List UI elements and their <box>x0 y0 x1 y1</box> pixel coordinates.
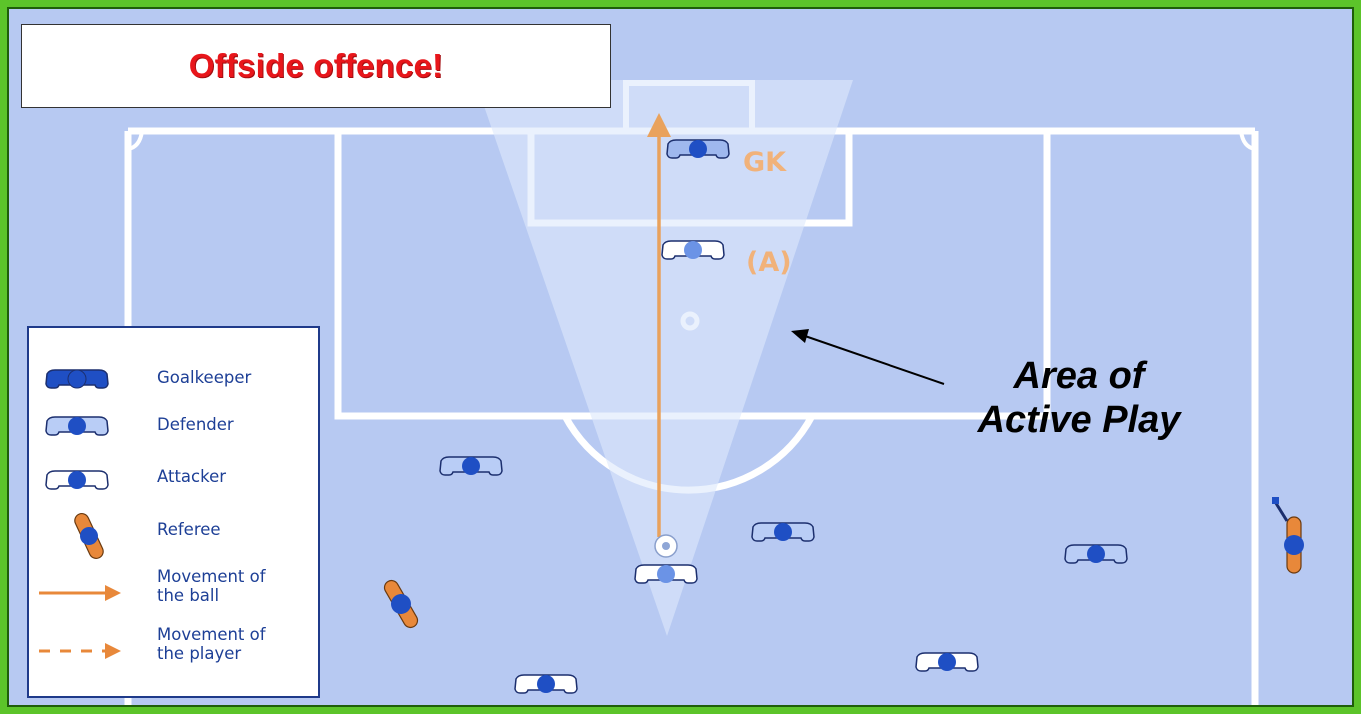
assistant-referee-flag <box>1272 497 1289 522</box>
legend-label-referee: Referee <box>157 520 221 539</box>
active-play-cone <box>475 80 853 636</box>
legend: Goalkeeper Defender Attacker Referee <box>27 326 320 698</box>
legend-label-attacker: Attacker <box>157 467 227 486</box>
ball-trajectory-arrowhead <box>647 113 671 137</box>
legend-item-referee: Referee <box>29 508 318 560</box>
attacker-2 <box>915 652 979 672</box>
left-corner-arc <box>127 130 144 151</box>
title-box: Offside offence! <box>21 24 611 108</box>
attacker-icon <box>45 470 109 490</box>
ball-movement-arrow-icon <box>39 585 121 601</box>
goalkeeper-tag: GK <box>743 147 787 178</box>
assistant-referee <box>1284 516 1304 574</box>
page-title: Offside offence! <box>188 47 444 84</box>
player-movement-arrow-icon <box>39 643 121 659</box>
legend-item-player-movement: Movement of the player <box>29 620 318 670</box>
legend-label-defender: Defender <box>157 415 234 434</box>
active-play-pointer-arrowhead <box>791 329 809 343</box>
legend-label-ball-movement: Movement of the ball <box>157 567 266 605</box>
attacker-3 <box>514 674 578 694</box>
active-play-label: Area of Active Play <box>934 354 1224 442</box>
active-play-label-line2: Active Play <box>977 399 1181 441</box>
defender-1 <box>439 456 503 476</box>
legend-item-ball-movement: Movement of the ball <box>29 564 318 614</box>
right-corner-arc <box>1239 130 1256 151</box>
pitch-drawing <box>124 80 1304 705</box>
referee-icon <box>74 512 104 560</box>
ball <box>654 534 678 558</box>
active-play-pointer-line <box>804 335 945 385</box>
legend-label-player-movement: Movement of the player <box>157 625 266 663</box>
legend-label-ball-movement-line1: Movement of <box>157 567 266 586</box>
legend-item-defender: Defender <box>29 403 318 447</box>
football-pitch: GK (A) Offside offence! Area of Active P… <box>9 9 1352 705</box>
goalkeeper-icon <box>45 369 109 389</box>
defender-2 <box>751 522 815 542</box>
defender-icon <box>45 416 109 436</box>
legend-item-goalkeeper: Goalkeeper <box>29 356 318 400</box>
attacker-a <box>661 240 725 260</box>
legend-label-goalkeeper: Goalkeeper <box>157 368 252 387</box>
legend-label-player-movement-line1: Movement of <box>157 625 266 644</box>
goalkeeper <box>666 139 730 159</box>
legend-label-ball-movement-line2: the ball <box>157 586 220 605</box>
legend-label-player-movement-line2: the player <box>157 644 242 663</box>
referee <box>383 579 419 629</box>
attacker-tag: (A) <box>746 247 792 278</box>
legend-item-attacker: Attacker <box>29 457 318 501</box>
attacker-with-ball <box>634 564 698 584</box>
defender-3 <box>1064 544 1128 564</box>
active-play-label-line1: Area of <box>1013 355 1145 397</box>
